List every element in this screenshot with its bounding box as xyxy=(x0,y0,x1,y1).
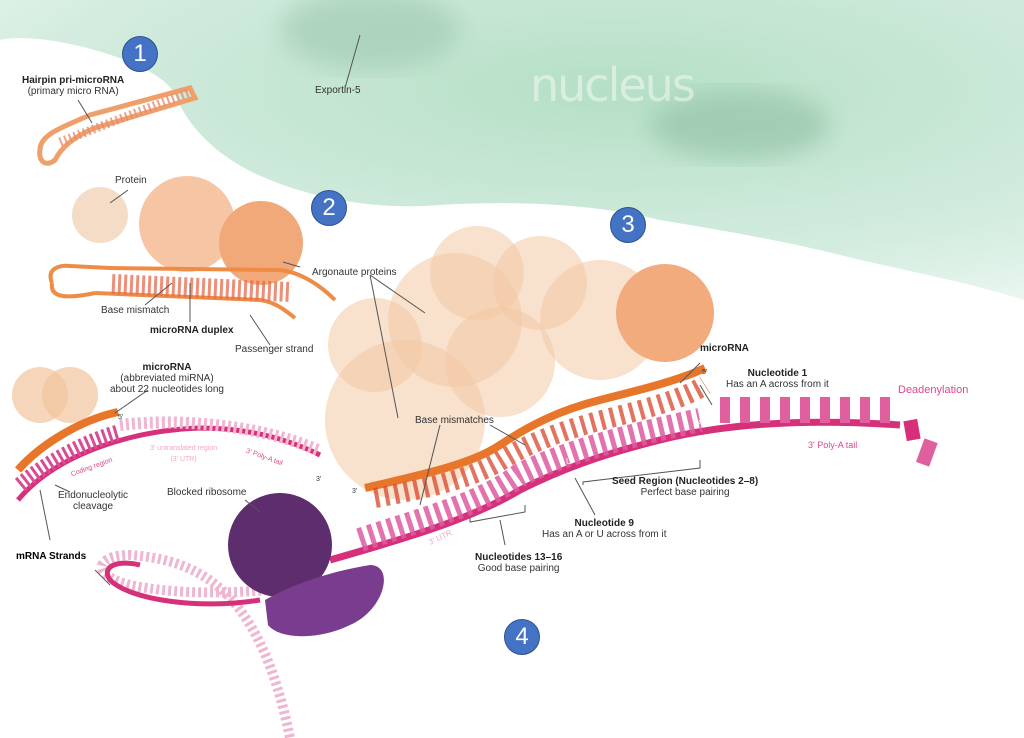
utr-long-1: 3' untranslated region xyxy=(150,445,218,452)
step-badge-4: 4 xyxy=(504,619,540,655)
nuc9-title: Nucleotide 9 xyxy=(574,518,634,529)
nucleotide-9-label: Nucleotide 9 Has an A or U across from i… xyxy=(542,518,667,540)
five-prime-left: 5' xyxy=(118,414,124,421)
blocked-ribosome-label: Blocked ribosome xyxy=(167,487,247,498)
seed-region-label: Seed Region (Nucleotides 2–8) Perfect ba… xyxy=(612,476,758,498)
utr-long-2: (3' UTR) xyxy=(170,456,197,463)
microrna-right-text: microRNA xyxy=(700,343,749,354)
mirna-sub2: about 22 nucleotides long xyxy=(110,384,224,395)
seed-title: Seed Region (Nucleotides 2–8) xyxy=(612,476,759,487)
base-mismatches-label: Base mismatches xyxy=(415,415,494,426)
protein-label: Protein xyxy=(115,175,147,186)
passenger-strand-label: Passenger strand xyxy=(235,344,314,355)
microrna-duplex xyxy=(48,263,337,320)
seed-sub: Perfect base pairing xyxy=(640,487,730,498)
microrna-right-label: microRNA xyxy=(700,343,749,354)
microrna-duplex-text: microRNA duplex xyxy=(150,325,234,336)
nuc1-title: Nucleotide 1 xyxy=(747,368,808,379)
argonaute-cluster xyxy=(325,226,660,500)
protein-large xyxy=(139,176,235,272)
nucleolus-blob xyxy=(650,90,830,160)
endo-1: Endonucleolytic xyxy=(58,490,129,501)
hairpin-title: Hairpin pri-microRNA xyxy=(22,75,125,86)
nuc1316-title: Nucleotides 13–16 xyxy=(475,552,563,563)
endo-2: cleavage xyxy=(73,501,114,512)
five-prime-right: 5' xyxy=(702,369,708,376)
nucleus-region xyxy=(0,0,1024,300)
hairpin-label: Hairpin pri-microRNA (primary micro RNA) xyxy=(22,75,124,97)
mirna-title: microRNA xyxy=(142,362,192,373)
argonaute-protein-2 xyxy=(219,201,303,285)
left-mrna-complex xyxy=(12,367,322,502)
polya-tail-label: 3' Poly-A tail xyxy=(808,440,858,450)
nucleus-label: nucleus xyxy=(530,58,696,112)
base-a-label: A xyxy=(697,419,703,428)
exportin-blob xyxy=(280,0,460,70)
nucleotide-1-label: Nucleotide 1 Has an A across from it xyxy=(726,368,829,390)
argonaute-label: Argonaute proteins xyxy=(312,267,397,278)
hairpin-pri-microrna xyxy=(37,85,199,166)
mrna-strands-text: mRNA Strands xyxy=(16,551,87,562)
protein-small xyxy=(72,187,128,243)
mirna-sub1: (abbreviated miRNA) xyxy=(120,373,214,384)
three-prime-right: 3' xyxy=(352,488,358,495)
utr-long-label: 3' untranslated region (3' UTR) xyxy=(150,443,217,465)
mrna-strands-label: mRNA Strands xyxy=(16,551,86,562)
hairpin-sub: (primary micro RNA) xyxy=(27,86,119,97)
deadenylation-label: Deadenylation xyxy=(898,384,969,396)
nuc1316-sub: Good base pairing xyxy=(477,563,560,574)
endonucleolytic-label: Endonucleolytic cleavage xyxy=(58,490,128,512)
blocked-ribosome xyxy=(228,493,384,637)
nucleotides-13-16-label: Nucleotides 13–16 Good base pairing xyxy=(475,552,562,574)
exportin-label: Exportin-5 xyxy=(315,85,361,96)
mirna-label: microRNA (abbreviated miRNA) about 22 nu… xyxy=(110,362,224,395)
nuc1-sub: Has an A across from it xyxy=(726,379,829,390)
step-badge-1: 1 xyxy=(122,36,158,72)
three-prime-left: 3' xyxy=(316,476,322,483)
base-u-label: U xyxy=(566,457,572,466)
nuc9-sub: Has an A or U across from it xyxy=(542,529,667,540)
base-mismatch-label: Base mismatch xyxy=(101,305,170,316)
step-badge-3: 3 xyxy=(610,207,646,243)
microrna-duplex-label: microRNA duplex xyxy=(150,325,234,336)
leader-lines xyxy=(39,34,713,586)
argonaute-protein-3 xyxy=(616,264,714,362)
step-badge-2: 2 xyxy=(311,190,347,226)
